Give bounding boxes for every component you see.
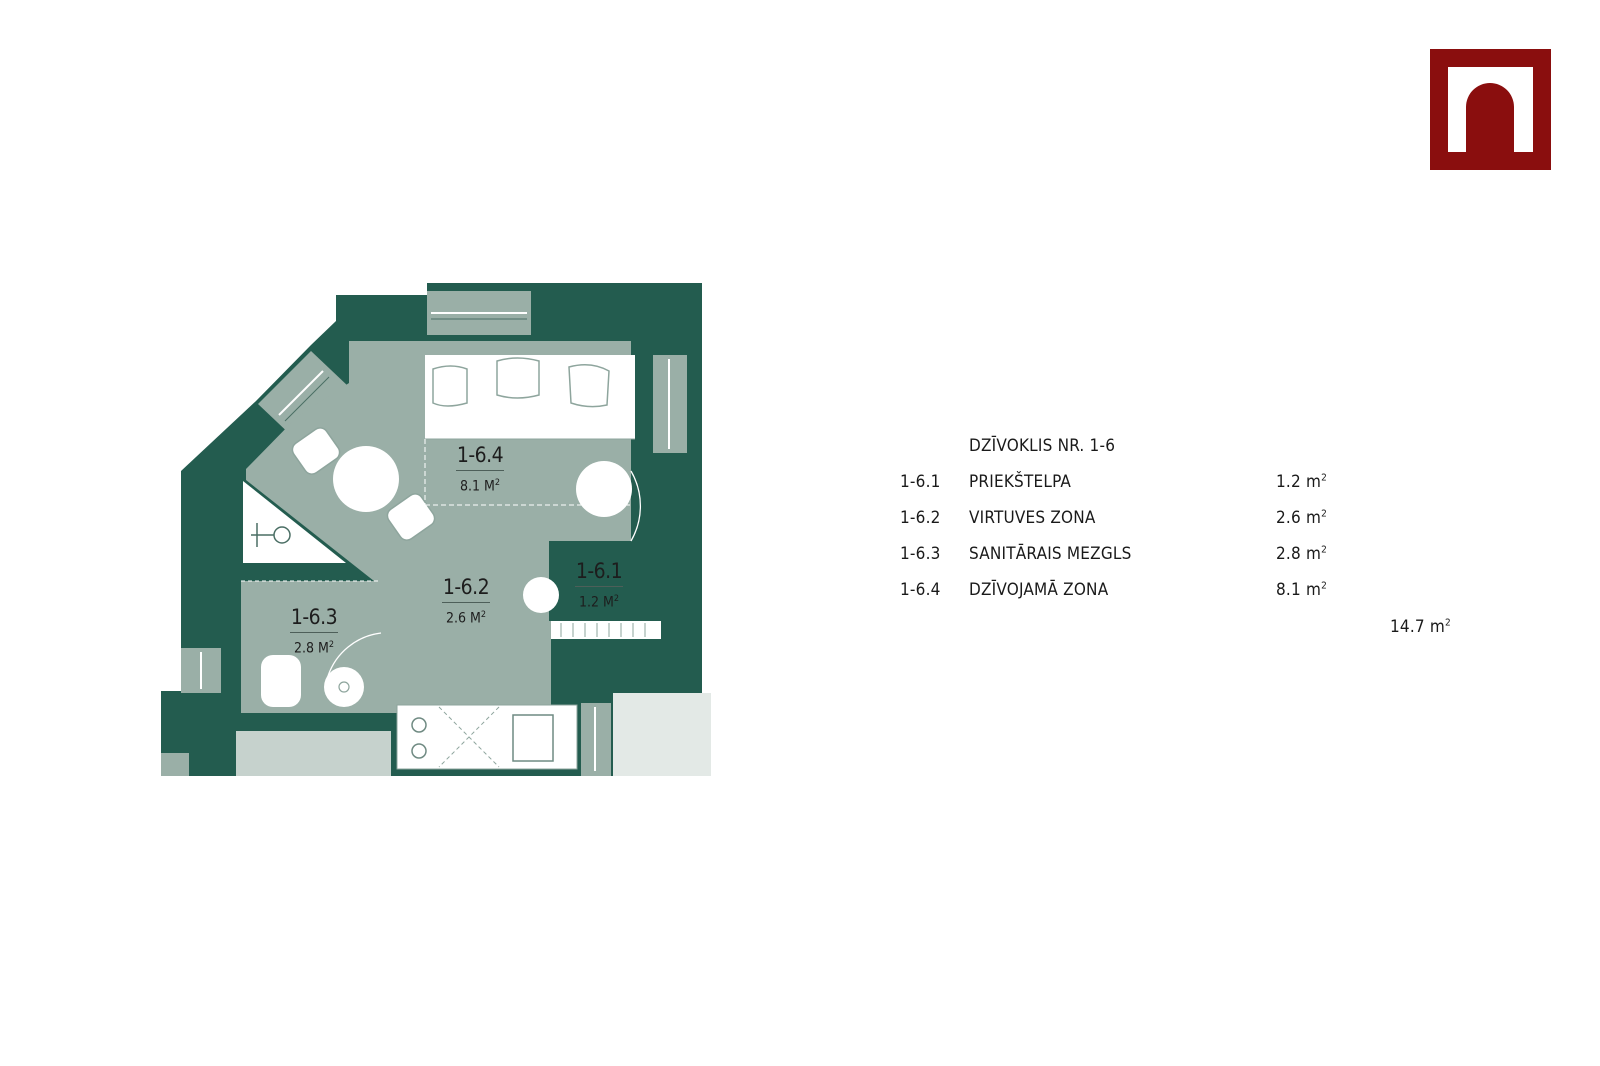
shower-head — [251, 523, 291, 547]
outside-right-area — [613, 693, 711, 776]
stool — [523, 577, 559, 613]
chair-1 — [291, 427, 341, 475]
legend-row-code: 1-6.4 — [900, 580, 941, 600]
round-table — [576, 461, 632, 517]
floor-plan-drawing — [161, 283, 711, 776]
washbasin — [324, 667, 364, 707]
legend-row-area: 2.6 m2 — [1276, 508, 1328, 528]
legend-row-name: DZĪVOJAMĀ ZONA — [969, 580, 1109, 600]
stove-burner — [411, 717, 427, 733]
legend-total-area: 14.7 m2 — [1390, 617, 1451, 637]
legend-row-area: 8.1 m2 — [1276, 580, 1328, 600]
arch-logo-icon — [1430, 49, 1551, 170]
legend-row-area: 1.2 m2 — [1276, 472, 1328, 492]
legend-row-code: 1-6.3 — [900, 544, 941, 564]
legend-row-name: PRIEKŠTELPA — [969, 472, 1072, 492]
legend-title: DZĪVOKLIS NR. 1-6 — [969, 436, 1116, 456]
stove-burner — [411, 743, 427, 759]
lower-strip — [236, 731, 391, 776]
room-label-1-6-2: 1-6.2 2.6 M2 — [442, 575, 490, 627]
legend-row-code: 1-6.1 — [900, 472, 941, 492]
toilet — [261, 655, 301, 707]
room-label-1-6-1: 1-6.1 1.2 M2 — [575, 559, 623, 611]
dining-table — [333, 446, 399, 512]
sink — [512, 714, 554, 762]
bathroom-triangle — [243, 481, 346, 563]
floor-plan: 1-6.4 8.1 M2 1-6.2 2.6 M2 1-6.1 1.2 M2 1… — [161, 283, 711, 776]
room-label-1-6-4: 1-6.4 8.1 M2 — [456, 443, 504, 495]
legend-row-name: VIRTUVES ZONA — [969, 508, 1096, 528]
legend-row-name: SANITĀRAIS MEZGLS — [969, 544, 1132, 564]
window-diagonal — [258, 351, 349, 440]
outside-left-area — [161, 753, 189, 776]
legend-row-code: 1-6.2 — [900, 508, 941, 528]
legend-row-area: 2.8 m2 — [1276, 544, 1328, 564]
room-label-1-6-3: 1-6.3 2.8 M2 — [290, 605, 338, 657]
chair-2 — [386, 493, 436, 541]
